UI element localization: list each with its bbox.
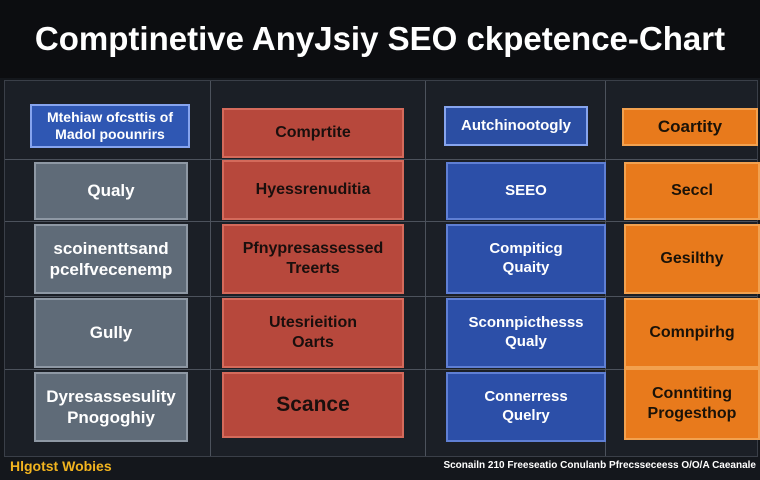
cell-r2-c2: Pfnypresassessed Treerts [222,224,404,294]
cell-r4-c3: Connerress Quelry [446,372,606,442]
cell-r2-c4: Gesilthy [624,224,760,294]
grid-line [5,221,757,222]
header-col2: Comprtite [222,108,404,158]
header-col1: Mtehiaw ofcsttis of Madol poounrirs [30,104,190,148]
page-title: Comptinetive AnyJsiy SEO ckpetence-Chart [34,20,726,57]
cell-r3-c3: Sconnpicthesss Qualy [446,298,606,368]
cell-r2-c3: Compiticg Quaity [446,224,606,294]
cell-r4-c4: Conntiting Progesthop [624,368,760,440]
cell-r2-c1: scoinenttsand pcelfvecenemp [34,224,188,294]
cell-r1-c2: Hyessrenuditia [222,160,404,220]
cell-r1-c3: SEEO [446,162,606,220]
cell-r3-c4: Comnpirhg [624,298,760,368]
grid-line [5,296,757,297]
grid-line [210,81,211,456]
grid-line [5,159,757,160]
grid-line [5,369,757,370]
footer-right-label: Sconailn 210 Freeseatio Conulanb Pfrecss… [443,460,756,471]
header-col4: Coartity [622,108,758,146]
cell-r3-c2: Utesrieition Oarts [222,298,404,368]
header-col3: Autchinootogly [444,106,588,146]
title-bar: Comptinetive AnyJsiy SEO ckpetence-Chart [0,0,760,78]
cell-r1-c4: Seccl [624,162,760,220]
footer-left-label: Hlgotst Wobies [10,458,112,474]
cell-r4-c2: Scance [222,372,404,438]
cell-r3-c1: Gully [34,298,188,368]
cell-r1-c1: Qualy [34,162,188,220]
cell-r4-c1: Dyresassesulity Pnogoghiy [34,372,188,442]
grid-line [425,81,426,456]
